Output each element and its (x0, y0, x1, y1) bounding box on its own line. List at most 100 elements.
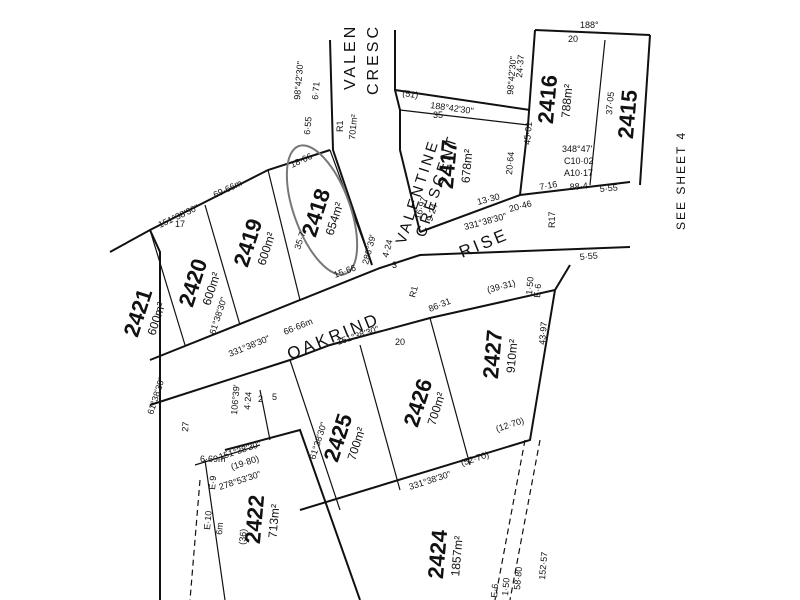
svg-text:2415: 2415 (613, 89, 642, 140)
dim-label: 13·30 (476, 191, 501, 207)
lot-2417: 2417 678m² (433, 139, 475, 190)
dim-label: 20·46 (508, 198, 533, 214)
lot-2422: 2422 713m² (240, 494, 282, 545)
east-edge-2415 (639, 34, 651, 186)
road-reserve-r1-valentine: R1 (335, 120, 345, 132)
dim-label: 6·55 (302, 116, 314, 135)
dim-label: 7·16 (539, 179, 558, 192)
road-reserve-r1-oakrind: R1 (407, 285, 420, 299)
dim-label: 331°38'30" (408, 469, 453, 492)
dim-label: 5·55 (579, 250, 598, 262)
dim-label: E·6 (489, 583, 500, 598)
lot-line-2425-2426 (359, 344, 401, 491)
dim-label: 6m (214, 522, 225, 535)
dim-label: 98°42'30" (292, 61, 305, 100)
easement-west (189, 479, 201, 600)
dim-label: E·6 (532, 283, 543, 298)
valentine-west-edge (329, 39, 373, 266)
dim-label: 188° (580, 20, 599, 30)
svg-text:788m²: 788m² (558, 83, 575, 118)
dim-label: 66·66m (282, 316, 314, 337)
lot-2422-boundary (224, 428, 361, 600)
lot-2415: 2415 (613, 89, 642, 140)
dim-label: 6·69m (200, 454, 226, 464)
svg-text:678m²: 678m² (458, 148, 475, 183)
oakrind-south-edge (149, 264, 571, 406)
dim-label: 58·80 (512, 566, 524, 590)
dim-label: 86·31 (427, 296, 452, 314)
dim-label: 45·01 (522, 121, 534, 145)
lot-2424: 2424 1857m² (423, 528, 466, 580)
lot-line-2418-2419 (267, 169, 301, 301)
dim-label: C10·02 (564, 156, 594, 166)
dim-label: 152·57 (537, 551, 549, 580)
dim-label: 1·50 (524, 276, 536, 295)
dim-label: 27 (180, 421, 191, 432)
svg-text:2417: 2417 (433, 139, 462, 190)
dim-label: (39·31) (486, 278, 517, 295)
svg-text:2416: 2416 (533, 74, 562, 125)
dim-label: 1·50 (500, 577, 512, 596)
dim-label: E·10 (202, 510, 214, 530)
dim-label: 18·66 (289, 151, 314, 170)
lot-2426: 2426 700m² (398, 376, 448, 430)
road-corner (259, 389, 271, 441)
see-sheet-note: SEE SHEET 4 (674, 131, 688, 230)
dim-label: 5·55 (599, 182, 618, 194)
dim-label: 701m² (347, 114, 359, 140)
dim-label: 4·24 (242, 391, 254, 410)
north-road-edge (394, 89, 531, 111)
road-name-valen-top: VALEN (342, 24, 359, 90)
west-boundary (149, 229, 161, 600)
lot-line-2426-2427 (429, 317, 471, 466)
dim-label: 43·97 (537, 321, 549, 345)
dim-label: 2 (258, 394, 263, 404)
lot-line-2420-2421 (149, 229, 186, 346)
dim-label: 24·37 (514, 54, 526, 78)
dim-label: 106°39' (229, 384, 242, 415)
lot-2417-east (519, 124, 529, 196)
easement-line-south (494, 439, 526, 600)
dim-label: 3 (392, 260, 397, 270)
svg-text:2422: 2422 (240, 494, 269, 545)
easement-line-east (509, 439, 541, 600)
dim-label: 69·66m (212, 178, 244, 200)
svg-text:2424: 2424 (423, 528, 452, 580)
lot-line-2425-west (289, 359, 341, 511)
dim-label: E·9 (207, 475, 218, 490)
lot-line-2415-2416 (589, 39, 606, 186)
lot-2418-highlight (285, 144, 359, 276)
lot-2425: 2425 700m² (318, 411, 368, 465)
svg-text:1857m²: 1857m² (448, 535, 465, 577)
svg-text:713m²: 713m² (265, 503, 282, 538)
dim-label: 20·64 (504, 151, 516, 175)
dim-label: 17 (175, 219, 185, 229)
lot-2421: 2421 600m² (118, 286, 168, 340)
dim-label: A10·17 (564, 168, 593, 178)
dim-label: 37·05 (604, 91, 616, 115)
lot-2416: 2416 788m² (533, 74, 575, 125)
dim-label: (51) (402, 88, 419, 100)
dim-label: (36) (237, 528, 248, 545)
dim-label: 278°53'30" (218, 469, 263, 492)
lot-2422-north (194, 444, 261, 466)
svg-text:910m²: 910m² (503, 338, 520, 373)
dim-label: 20 (568, 34, 578, 44)
lot-2427: 2427 910m² (478, 329, 520, 380)
north-boundary-west (109, 149, 331, 253)
dim-label: (12·70) (495, 415, 526, 433)
lot-line-2419-2420 (204, 204, 241, 326)
oakrind-north-edge (149, 246, 631, 361)
lots-south-boundary (299, 289, 556, 511)
dim-label: 35 (433, 110, 443, 120)
road-name-cresc-top: CRESC (365, 24, 382, 95)
dim-label: (52·70) (460, 449, 491, 467)
lot-2417-north (399, 109, 529, 126)
road-reserve-r17: R17 (547, 211, 557, 228)
dim-label: 348°47' (562, 144, 593, 154)
lot-2422-west (204, 459, 226, 600)
dim-label: 331°38'30" (227, 333, 271, 359)
svg-text:2427: 2427 (478, 329, 507, 380)
north-edge-2415 (534, 29, 651, 36)
